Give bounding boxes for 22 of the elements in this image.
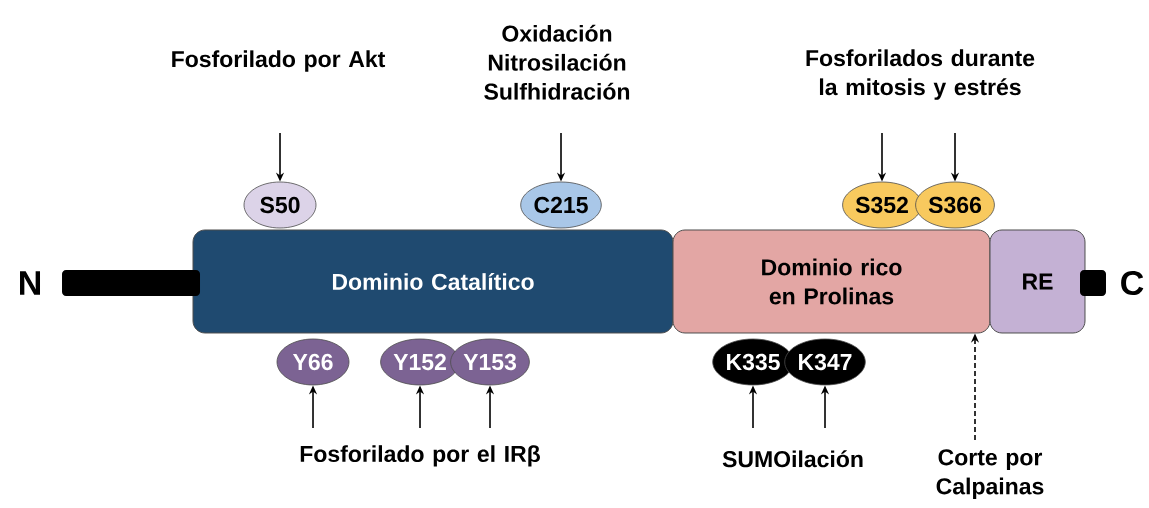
annotation-text: SUMOilación: [722, 450, 863, 468]
residue-oval: K347: [784, 338, 866, 386]
annotation-text: Fosforilado por el IRβ: [300, 445, 540, 467]
domain-box: Dominio rico en Prolinas: [672, 229, 991, 334]
residue-oval: Y153: [450, 338, 530, 386]
residue-oval: S366: [915, 181, 995, 229]
residue-oval: Y152: [380, 338, 460, 386]
tail-bar: [1080, 270, 1106, 296]
domain-box: Dominio Catalítico: [192, 229, 674, 334]
residue-oval: C215: [520, 181, 602, 229]
residue-oval: Y66: [276, 338, 350, 386]
terminus-label: C: [1121, 270, 1144, 296]
domain-box: RE: [989, 229, 1086, 334]
residue-oval: K335: [712, 338, 794, 386]
annotation-text: Fosforilado por Akt: [172, 50, 386, 72]
annotation-text: Oxidación Nitrosilación Sulfhidración: [484, 24, 630, 100]
residue-oval: S50: [243, 181, 317, 229]
residue-oval: S352: [842, 181, 922, 229]
terminus-label: N: [20, 271, 40, 295]
annotation-text: Corte por Calpainas: [936, 449, 1044, 499]
annotation-text: Fosforilados durante la mitosis y estrés: [806, 49, 1035, 100]
tail-bar: [62, 270, 200, 296]
